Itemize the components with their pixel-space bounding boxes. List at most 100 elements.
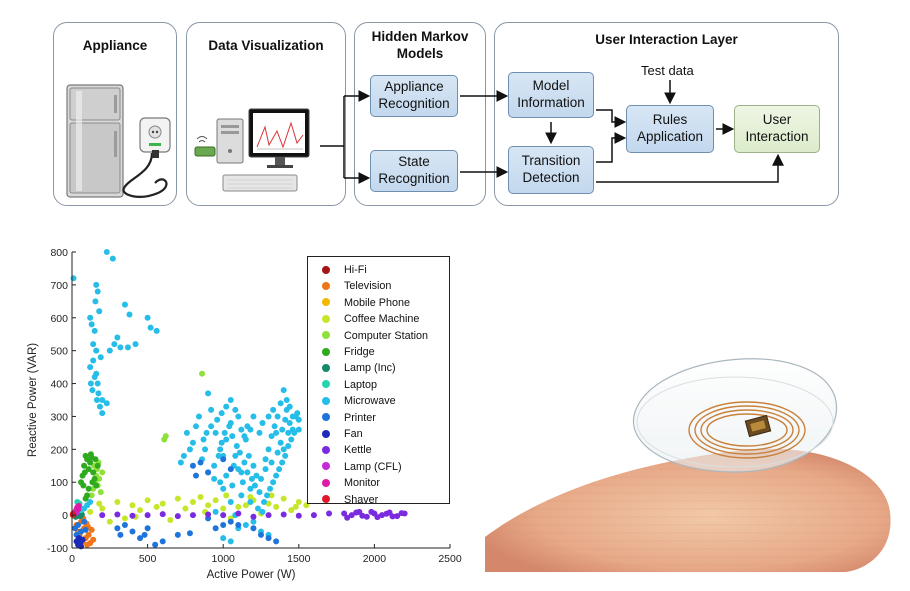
data-point-microwave: [87, 364, 94, 371]
legend-marker: [322, 281, 330, 290]
data-point-computer-station: [199, 370, 206, 377]
data-point-coffee-machine: [292, 503, 299, 510]
data-point-computer-station: [97, 489, 104, 496]
data-point-microwave: [282, 416, 289, 423]
data-point-kettle: [383, 510, 390, 517]
state-recognition-box: State Recognition: [370, 150, 458, 192]
data-point-coffee-machine: [223, 492, 230, 499]
data-point-microwave: [208, 423, 215, 430]
x-axis-label: Active Power (W): [207, 569, 296, 581]
data-point-microwave: [147, 324, 154, 331]
data-point-coffee-machine: [153, 503, 160, 510]
legend-marker: [322, 265, 330, 274]
data-point-coffee-machine: [242, 502, 249, 509]
data-point-microwave: [250, 518, 257, 525]
fridge-icon: [66, 84, 171, 198]
legend-label: Laptop: [344, 378, 378, 391]
y-tick-label: 800: [50, 247, 68, 259]
data-point-fridge: [87, 459, 94, 466]
data-point-microwave: [218, 410, 225, 417]
data-point-microwave: [239, 479, 246, 486]
data-point-kettle: [235, 510, 242, 517]
data-point-printer: [121, 521, 128, 528]
data-point-microwave: [109, 255, 116, 262]
data-point-printer: [78, 528, 85, 535]
data-point-coffee-machine: [212, 497, 219, 504]
data-point-microwave: [265, 446, 272, 453]
data-point-microwave: [271, 423, 278, 430]
data-point-kettle: [363, 513, 370, 520]
data-point-microwave: [221, 429, 228, 436]
legend-marker: [322, 380, 330, 389]
legend-marker: [322, 347, 330, 356]
data-point-shaver: [69, 511, 76, 518]
data-point-microwave: [244, 469, 251, 476]
data-point-printer: [129, 528, 136, 535]
data-point-microwave: [227, 498, 234, 505]
data-point-coffee-machine: [99, 505, 106, 512]
data-point-kettle: [265, 512, 272, 519]
data-point-microwave: [285, 429, 292, 436]
data-point-kettle: [326, 510, 333, 517]
data-point-kettle: [114, 511, 121, 518]
transition-detection-box: Transition Detection: [508, 146, 594, 194]
data-point-microwave: [180, 452, 187, 459]
data-point-coffee-machine: [189, 498, 196, 505]
data-point-microwave: [90, 341, 97, 348]
data-point-microwave: [280, 387, 287, 394]
data-point-coffee-machine: [144, 497, 151, 504]
data-point-microwave: [211, 475, 218, 482]
data-point-microwave: [97, 354, 104, 361]
data-point-kettle: [159, 511, 166, 518]
legend-marker: [322, 478, 330, 487]
data-point-microwave: [212, 508, 219, 515]
data-point-microwave: [250, 462, 257, 469]
data-point-microwave: [215, 452, 222, 459]
data-point-kettle: [250, 513, 257, 520]
data-point-microwave: [144, 314, 151, 321]
data-point-microwave: [273, 472, 280, 479]
data-point-microwave: [214, 416, 221, 423]
data-visualization-panel-title: Data Visualization: [208, 38, 324, 53]
user-interaction-layer-title: User Interaction Layer: [595, 32, 738, 47]
data-point-microwave: [241, 459, 248, 466]
legend-marker: [322, 445, 330, 454]
data-point-microwave: [189, 439, 196, 446]
x-tick-label: 2500: [438, 553, 462, 565]
data-point-microwave: [223, 472, 230, 479]
data-point-kettle: [368, 508, 375, 515]
legend-label: Kettle: [344, 444, 372, 457]
data-point-microwave: [288, 436, 295, 443]
data-point-fridge: [81, 462, 88, 469]
appliance-panel-title: Appliance: [82, 38, 148, 53]
data-point-fridge: [89, 479, 96, 486]
user-interaction-box: User Interaction: [734, 105, 820, 153]
legend-label: Fridge: [344, 346, 375, 358]
data-point-kettle: [295, 512, 302, 519]
data-point-microwave: [254, 505, 261, 512]
data-point-microwave: [279, 426, 286, 433]
data-point-printer: [250, 525, 257, 532]
data-point-microwave: [244, 423, 251, 430]
data-point-microwave: [126, 311, 133, 318]
data-point-microwave: [96, 308, 103, 315]
data-point-coffee-machine: [182, 505, 189, 512]
y-tick-label: 700: [50, 280, 68, 292]
data-point-microwave: [291, 429, 298, 436]
data-point-kettle: [353, 509, 360, 516]
data-point-microwave: [93, 370, 100, 377]
data-point-fan: [75, 535, 82, 542]
data-point-microwave: [276, 466, 283, 473]
data-point-printer: [152, 541, 159, 548]
data-point-coffee-machine: [137, 507, 144, 514]
data-point-printer: [273, 538, 280, 545]
data-point-microwave: [223, 436, 230, 443]
data-point-kettle: [129, 512, 136, 519]
data-point-coffee-machine: [247, 494, 254, 501]
data-point-computer-station: [162, 433, 169, 440]
data-point-coffee-machine: [167, 517, 174, 524]
data-point-microwave: [203, 429, 210, 436]
legend-marker: [322, 314, 330, 323]
